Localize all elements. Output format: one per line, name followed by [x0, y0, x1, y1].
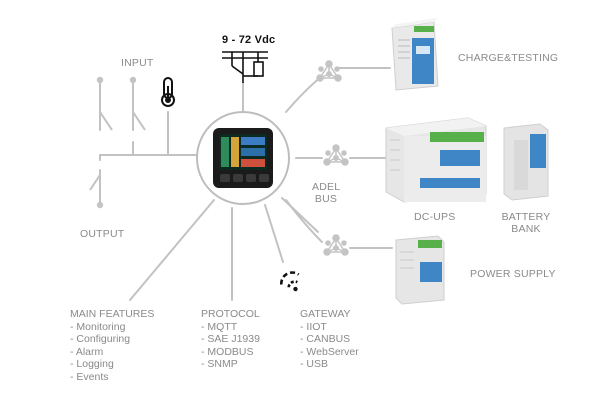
adel-bus-label-line: ADEL [312, 181, 341, 193]
input-label: INPUT [121, 57, 154, 69]
list-item: - Configuring [70, 333, 131, 346]
charge-testing-label: CHARGE&TESTING [458, 52, 559, 64]
dc-ups-device-image [385, 117, 487, 203]
list-item: - WebServer [300, 345, 359, 358]
list-item: - CANBUS [300, 333, 351, 346]
adel-bus-label-line: BUS [314, 193, 338, 205]
controller-display-icon [196, 111, 290, 205]
power-input-symbol [222, 51, 268, 83]
network-icon [316, 60, 342, 82]
list-item: - Events [70, 370, 109, 383]
list-item: - SNMP [201, 358, 238, 371]
wifi-signal-icon [280, 271, 300, 292]
list-item: - MODBUS [201, 345, 254, 358]
list-item: - USB [300, 358, 329, 371]
terminal-node [96, 201, 104, 209]
gateway-list: GATEWAY - IIOT - CANBUS - WebServer - US… [300, 308, 359, 371]
list-item: - Alarm [70, 345, 104, 358]
terminal-node [129, 76, 137, 84]
list-item: - Monitoring [70, 320, 126, 333]
list-item: - SAE J1939 [201, 333, 260, 346]
connector-lines [99, 67, 393, 301]
protocol-title: PROTOCOL [201, 308, 260, 320]
input-switches [89, 76, 146, 209]
power-supply-label: POWER SUPPLY [470, 268, 556, 280]
voltage-label: 9 - 72 Vdc [222, 34, 276, 46]
terminal-node [96, 76, 104, 84]
power-supply-device-image [395, 235, 445, 305]
battery-bank-label-line: BANK [511, 223, 541, 235]
gateway-title: GATEWAY [300, 308, 351, 320]
dc-ups-label: DC-UPS [414, 211, 456, 223]
battery-bank-label: BATTERY BANK [500, 211, 552, 235]
main-features-list: MAIN FEATURES - Monitoring - Configuring… [70, 308, 154, 384]
list-item: - Logging [70, 358, 114, 371]
main-features-title: MAIN FEATURES [70, 308, 155, 320]
list-item: - IIOT [300, 320, 327, 333]
network-icon [323, 144, 349, 166]
adel-bus-label: ADEL BUS [312, 181, 340, 205]
network-icon [323, 234, 349, 256]
charger-device-image [391, 18, 439, 91]
battery-bank-label-line: BATTERY [501, 211, 551, 223]
battery-bank-device-image [503, 123, 549, 201]
thermometer-icon [161, 77, 175, 107]
list-item: - MQTT [201, 320, 238, 333]
protocol-list: PROTOCOL - MQTT - SAE J1939 - MODBUS - S… [201, 308, 260, 371]
output-label: OUTPUT [80, 228, 125, 240]
